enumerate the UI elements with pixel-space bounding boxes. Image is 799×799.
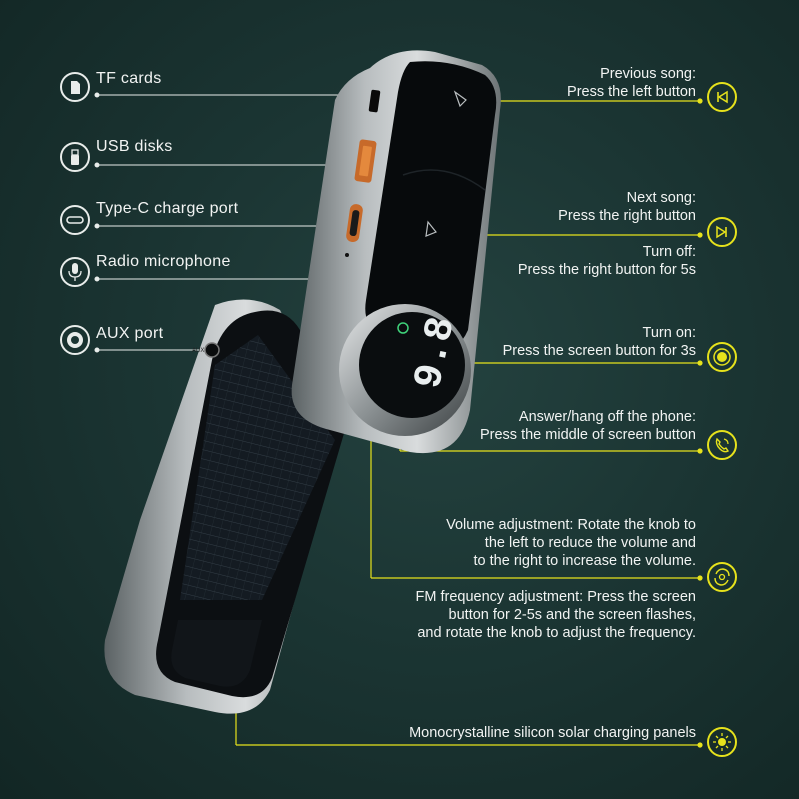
phone-icon bbox=[707, 430, 737, 460]
aux-jack bbox=[204, 342, 220, 358]
sun-icon bbox=[707, 727, 737, 757]
turn-off-text: Turn off:Press the right button for 5s bbox=[517, 244, 696, 278]
rotary-knob: 9.8 bbox=[339, 304, 471, 436]
power-on-icon bbox=[707, 342, 737, 372]
type-c-label: Type-C charge port bbox=[96, 200, 239, 217]
rotate-knob-icon bbox=[707, 562, 737, 592]
previous-song-text: Previous song:Press the left button bbox=[567, 66, 696, 100]
answer-phone-text: Answer/hang off the phone:Press the midd… bbox=[479, 409, 696, 443]
control-touch-panel bbox=[365, 61, 497, 353]
next-track-icon bbox=[707, 217, 737, 247]
aux-port-label: AUX port bbox=[96, 325, 164, 342]
usb-drive-icon bbox=[60, 142, 90, 172]
next-song-text: Next song:Press the right button bbox=[558, 190, 696, 224]
turn-on-text: Turn on:Press the screen button for 3s bbox=[502, 325, 696, 359]
bluetooth-indicator bbox=[397, 322, 409, 334]
tf-cards-label: TF cards bbox=[96, 70, 162, 87]
sd-card-icon bbox=[60, 72, 90, 102]
radio-microphone-label: Radio microphone bbox=[96, 253, 231, 270]
led-display bbox=[359, 312, 465, 418]
fm-frequency-text: FM frequency adjustment: Press the scree… bbox=[415, 589, 696, 641]
solar-panels-text: Monocrystalline silicon solar charging p… bbox=[409, 725, 696, 741]
aux-port-icon bbox=[60, 325, 90, 355]
microphone-hole bbox=[345, 253, 349, 257]
type-c-port-icon bbox=[60, 205, 90, 235]
tf-card-slot bbox=[368, 89, 381, 113]
usb-disks-label: USB disks bbox=[96, 138, 173, 155]
microphone-icon bbox=[60, 257, 90, 287]
aux-port-marking: AUX bbox=[192, 348, 204, 354]
previous-track-icon bbox=[707, 82, 737, 112]
